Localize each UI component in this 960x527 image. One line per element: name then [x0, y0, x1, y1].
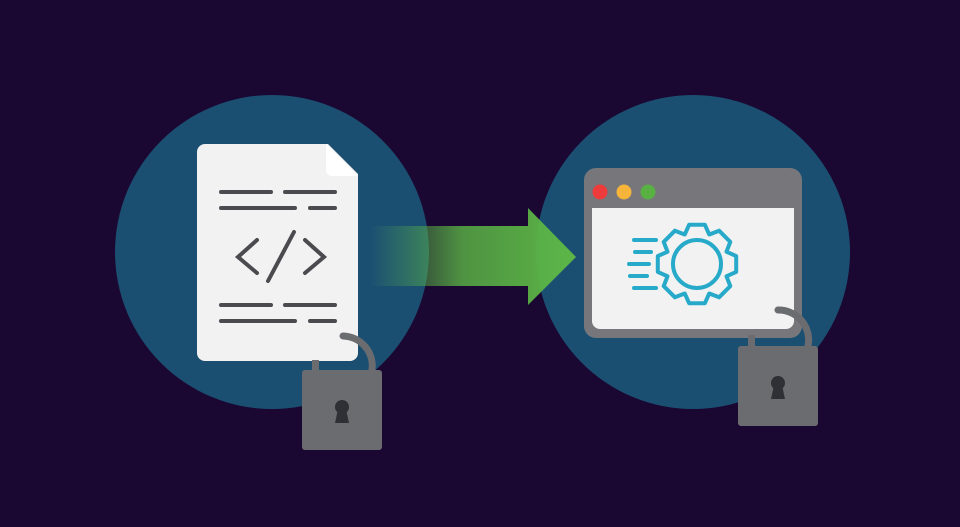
padlock-icon	[302, 332, 382, 450]
gear-icon	[655, 222, 739, 306]
code-document-icon	[197, 144, 358, 361]
browser-window-icon	[584, 168, 802, 338]
close-dot	[592, 184, 608, 200]
padlock-icon	[738, 306, 818, 426]
maximize-dot	[640, 184, 656, 200]
arrow-right-icon	[370, 208, 576, 305]
minimize-dot	[616, 184, 632, 200]
speed-lines	[627, 238, 658, 290]
